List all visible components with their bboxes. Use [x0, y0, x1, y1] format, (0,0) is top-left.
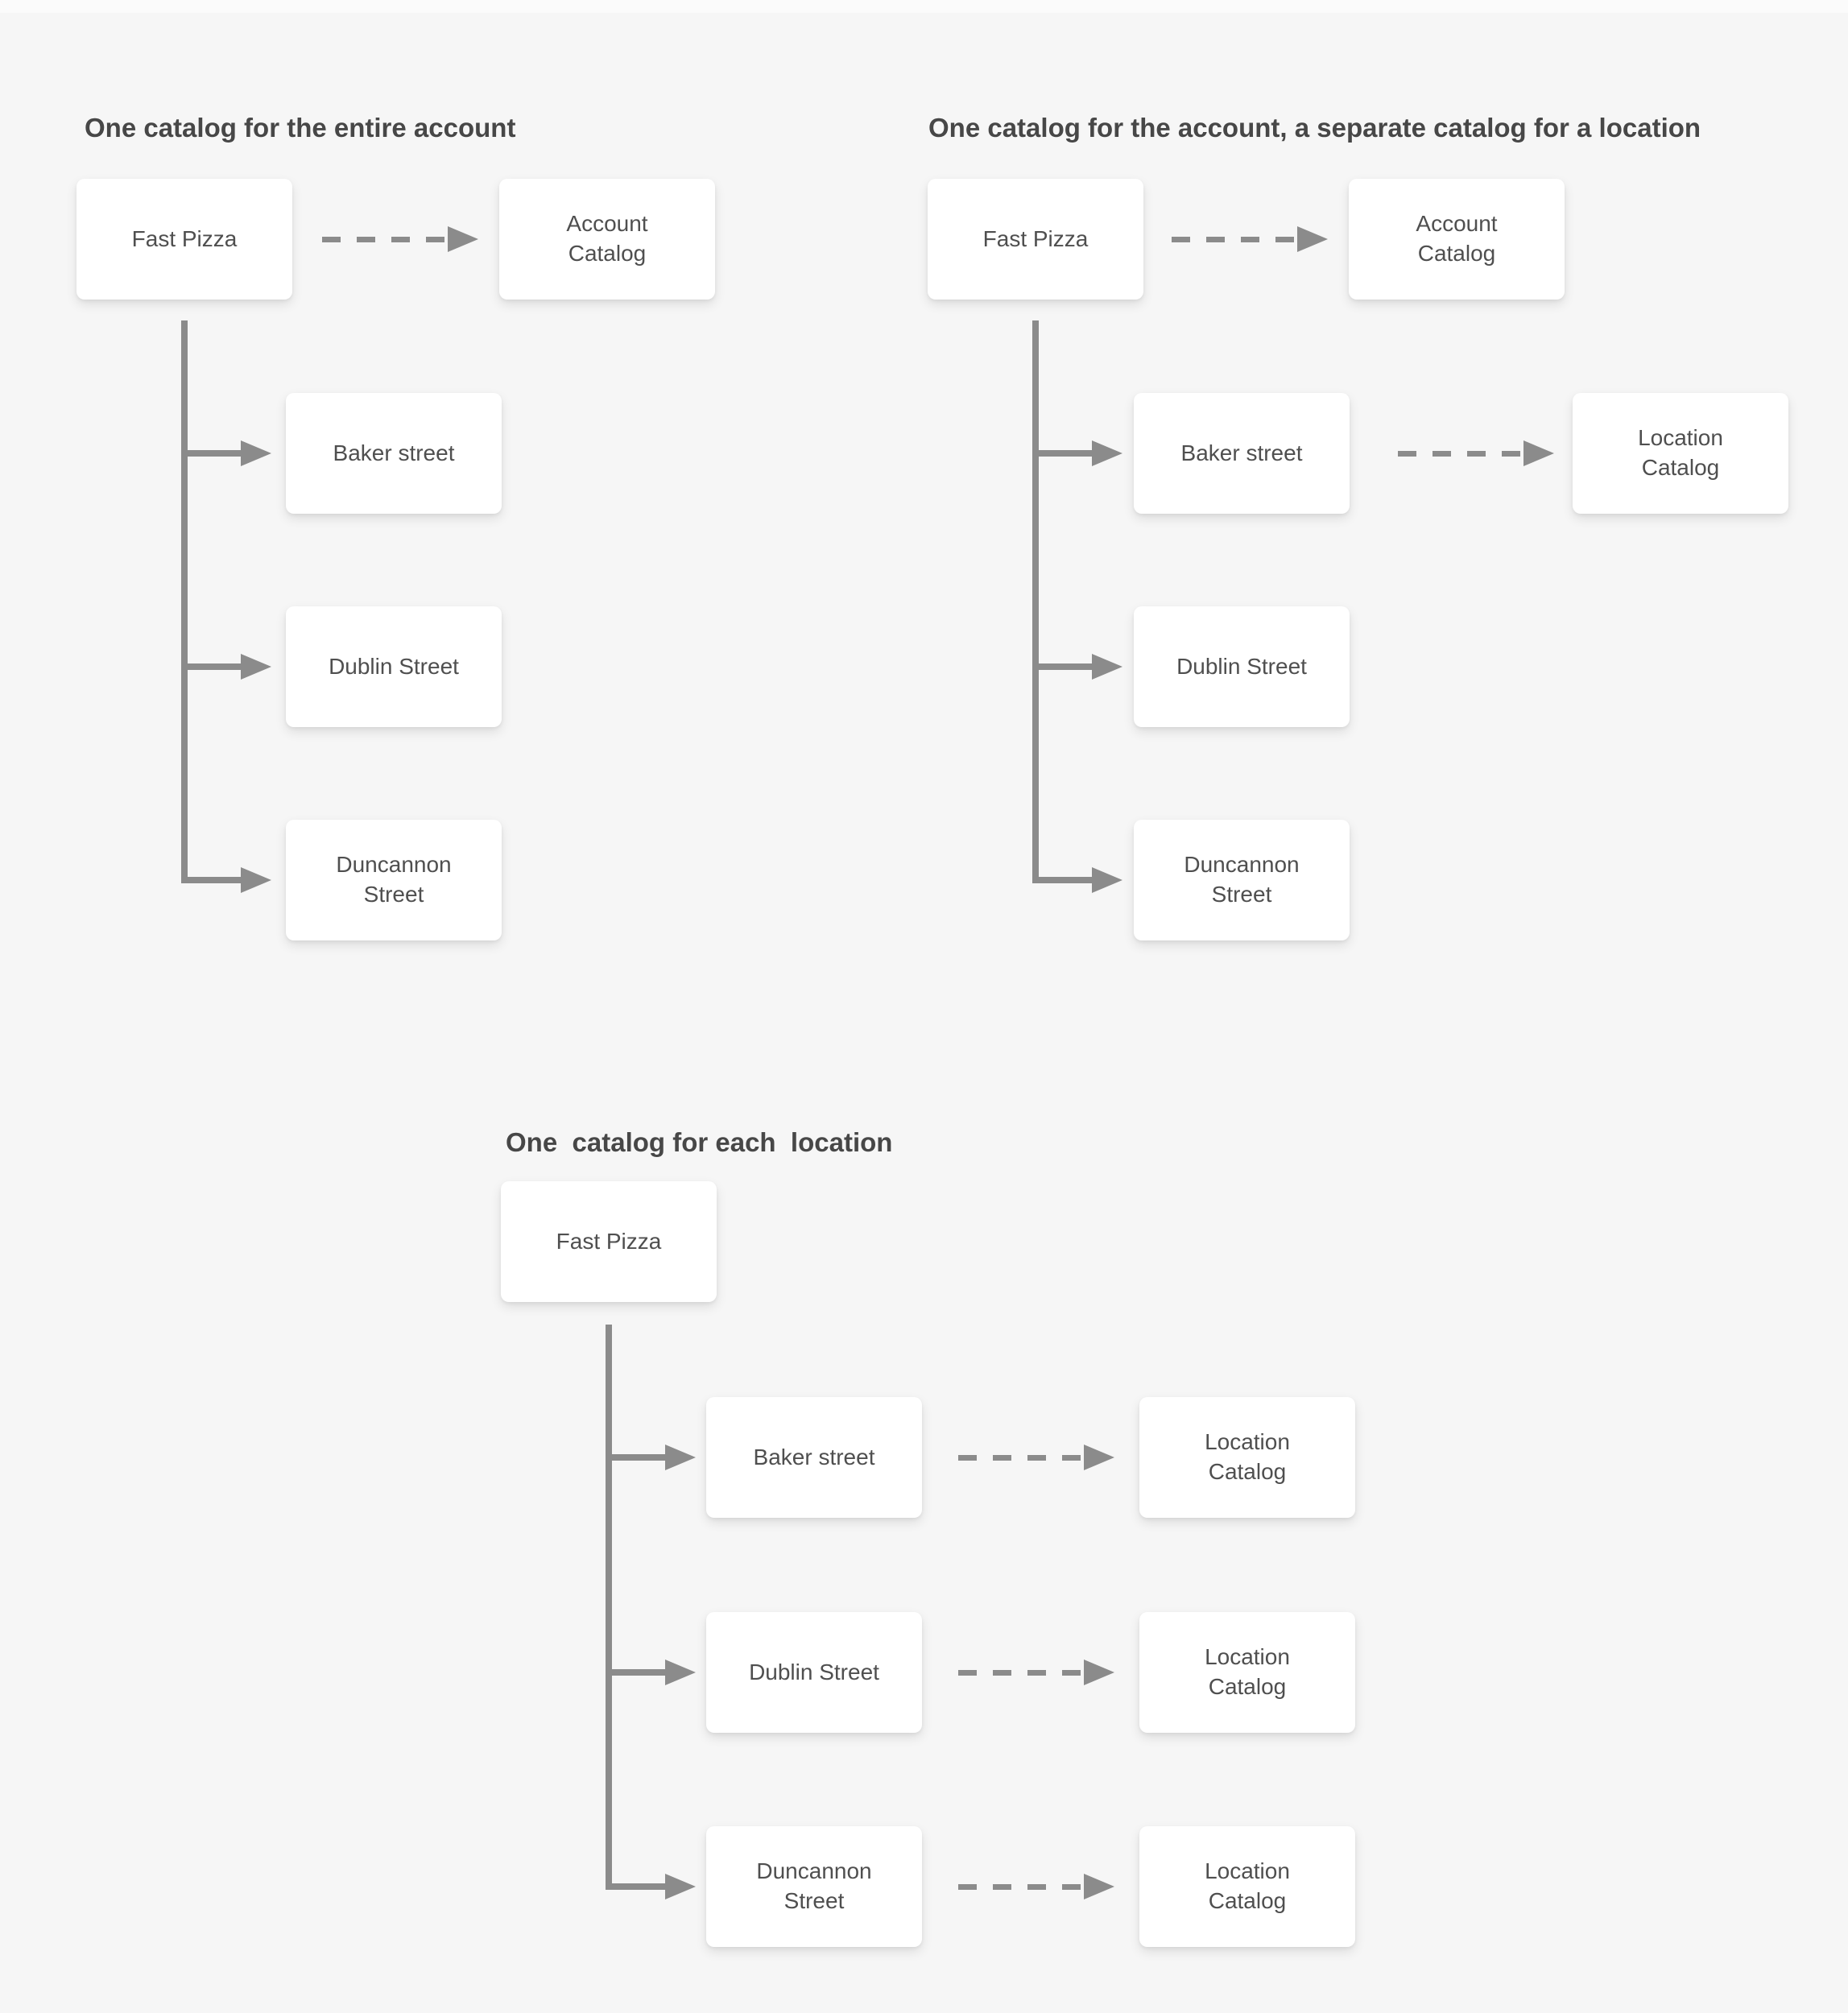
node-dublin-street: Dublin Street [706, 1612, 922, 1733]
node-label: Duncannon Street [336, 852, 452, 907]
arrowhead-icon [1092, 440, 1122, 466]
node-label: Fast Pizza [982, 225, 1089, 251]
node-label: Account Catalog [566, 211, 648, 266]
connector-branch-duncannon [609, 1874, 696, 1899]
dashed-connector-dublin-to-location-catalog [958, 1660, 1114, 1685]
node-dublin-street: Dublin Street [1134, 606, 1350, 727]
connector-line [609, 1454, 665, 1461]
node-duncannon-street: Duncannon Street [286, 820, 502, 940]
arrowhead-icon [1523, 440, 1554, 466]
connector-line [1036, 663, 1092, 670]
dashed-line [958, 1883, 1081, 1890]
connector-line [184, 450, 241, 457]
node-label: Baker street [1180, 440, 1303, 465]
arrowhead-icon [665, 1445, 696, 1470]
node-label: Location Catalog [1205, 1429, 1290, 1484]
connector-branch-duncannon [1036, 867, 1122, 893]
node-label: Location Catalog [1205, 1858, 1290, 1913]
node-baker-street: Baker street [286, 393, 502, 514]
node-account-catalog: Account Catalog [499, 179, 715, 300]
dashed-line [322, 236, 444, 242]
connector-branch-baker [1036, 440, 1122, 466]
arrowhead-icon [665, 1660, 696, 1685]
arrowhead-icon [1084, 1660, 1114, 1685]
connector-line [184, 877, 241, 883]
node-dublin-street: Dublin Street [286, 606, 502, 727]
connector-line [609, 1669, 665, 1676]
arrowhead-icon [1084, 1874, 1114, 1899]
arrowhead-icon [1092, 867, 1122, 893]
dashed-connector-duncannon-to-location-catalog [958, 1874, 1114, 1899]
node-label: Baker street [333, 440, 455, 465]
node-label: Dublin Street [1176, 653, 1307, 679]
node-account-catalog: Account Catalog [1349, 179, 1565, 300]
connector-branch-dublin [1036, 654, 1122, 680]
connector-branch-dublin [184, 654, 271, 680]
node-fast-pizza: Fast Pizza [928, 179, 1143, 300]
node-duncannon-street: Duncannon Street [706, 1826, 922, 1947]
arrowhead-icon [1297, 226, 1328, 252]
arrowhead-icon [241, 867, 271, 893]
arrowhead-icon [241, 440, 271, 466]
connector-branch-baker [609, 1445, 696, 1470]
connector-trunk [606, 1325, 612, 1890]
node-label: Dublin Street [749, 1659, 879, 1684]
arrowhead-icon [448, 226, 478, 252]
dashed-line [1398, 450, 1520, 457]
connector-line [184, 663, 241, 670]
dashed-line [1172, 236, 1294, 242]
node-label: Account Catalog [1416, 211, 1498, 266]
dashed-line [958, 1454, 1081, 1461]
diagram-title: One catalog for each location [506, 1127, 893, 1157]
arrowhead-icon [1084, 1445, 1114, 1470]
connector-line [1036, 450, 1092, 457]
connector-trunk [1032, 320, 1039, 883]
connector-line [609, 1883, 665, 1890]
dashed-connector-baker-to-location-catalog [1398, 440, 1554, 466]
node-duncannon-street: Duncannon Street [1134, 820, 1350, 940]
dashed-connector-baker-to-location-catalog [958, 1445, 1114, 1470]
connector-branch-dublin [609, 1660, 696, 1685]
connector-branch-duncannon [184, 867, 271, 893]
node-label: Baker street [753, 1444, 875, 1469]
node-fast-pizza: Fast Pizza [501, 1181, 717, 1302]
node-location-catalog-duncannon: Location Catalog [1139, 1826, 1355, 1947]
dashed-line [958, 1669, 1081, 1676]
node-baker-street: Baker street [1134, 393, 1350, 514]
node-location-catalog-baker: Location Catalog [1139, 1397, 1355, 1518]
node-label: Fast Pizza [556, 1228, 662, 1254]
diagram-title: One catalog for the entire account [85, 113, 516, 143]
node-label: Duncannon Street [1184, 852, 1300, 907]
dashed-connector-root-to-account-catalog [322, 226, 478, 252]
diagram-title: One catalog for the account, a separate … [928, 113, 1701, 143]
connector-line [1036, 877, 1092, 883]
arrowhead-icon [1092, 654, 1122, 680]
node-label: Fast Pizza [131, 225, 238, 251]
connector-branch-baker [184, 440, 271, 466]
node-fast-pizza: Fast Pizza [76, 179, 292, 300]
node-location-catalog: Location Catalog [1573, 393, 1788, 514]
node-label: Duncannon Street [756, 1858, 872, 1913]
top-strip [0, 0, 1848, 13]
node-label: Location Catalog [1205, 1644, 1290, 1699]
node-baker-street: Baker street [706, 1397, 922, 1518]
arrowhead-icon [241, 654, 271, 680]
connector-trunk [181, 320, 188, 883]
node-location-catalog-dublin: Location Catalog [1139, 1612, 1355, 1733]
node-label: Dublin Street [329, 653, 459, 679]
arrowhead-icon [665, 1874, 696, 1899]
node-label: Location Catalog [1638, 425, 1723, 480]
dashed-connector-root-to-account-catalog [1172, 226, 1328, 252]
